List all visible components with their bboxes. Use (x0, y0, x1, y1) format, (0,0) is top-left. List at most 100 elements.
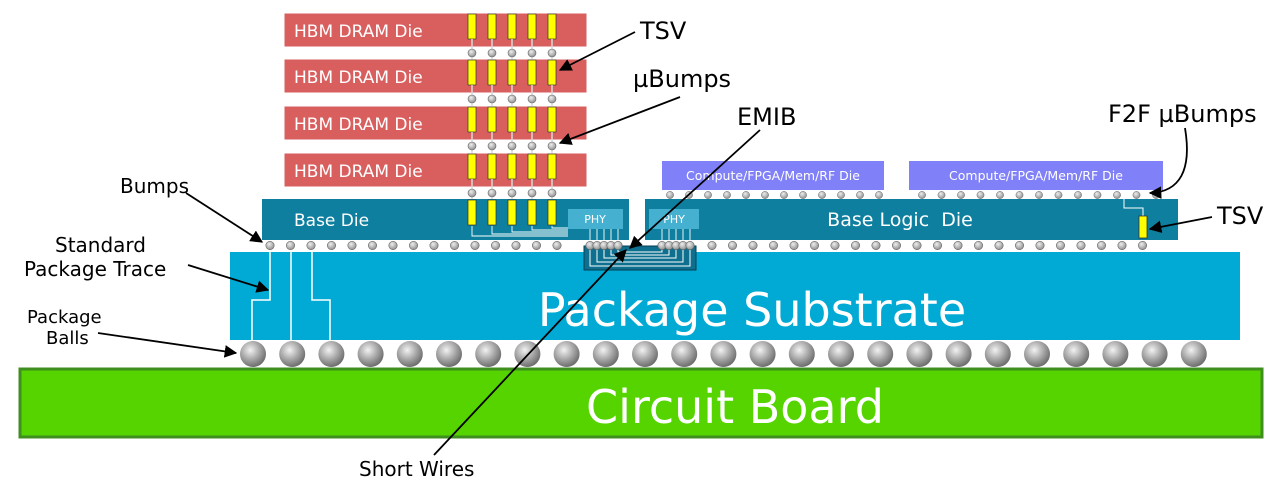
f2f-ubump (837, 191, 845, 199)
tsv (507, 106, 517, 133)
f2f-ubump (704, 191, 712, 199)
bump (850, 241, 860, 251)
package-balls (240, 341, 1207, 367)
bump (613, 241, 623, 251)
bump (912, 241, 922, 251)
base-logic-die (645, 199, 1178, 240)
bump (871, 241, 881, 251)
bump (1035, 241, 1045, 251)
standard-package-traces (251, 248, 331, 340)
bump (552, 241, 562, 251)
arrow-bumps (185, 192, 264, 243)
tsv (507, 13, 517, 40)
bump (1138, 241, 1148, 251)
tsv (487, 153, 497, 180)
ubump (527, 188, 537, 198)
f2f-ubump (918, 191, 926, 199)
hbm-stack: HBM DRAM Die HBM DRAM Die HBM DRAM Die H… (283, 12, 588, 188)
hbm-die-2 (283, 58, 588, 94)
f2f-ubump (742, 191, 750, 199)
package-ball (1024, 341, 1050, 367)
tsv (547, 199, 557, 226)
tsv (547, 59, 557, 86)
ubump (527, 141, 537, 151)
package-ball (828, 341, 854, 367)
package-ball (318, 341, 345, 367)
arrow-short-wires (433, 249, 627, 456)
bump (727, 241, 737, 251)
package-ball (671, 341, 698, 367)
arrow-emib (629, 129, 761, 249)
bump (1097, 241, 1107, 251)
bump (748, 241, 758, 251)
bump (1014, 241, 1024, 251)
f2f-ubump (818, 191, 826, 199)
bump (1076, 241, 1086, 251)
ubump (507, 48, 517, 58)
package-ball (279, 341, 306, 367)
tsv (467, 13, 477, 40)
circuit-board (18, 367, 1264, 439)
arrow-trace (187, 264, 270, 293)
ubump (467, 94, 477, 104)
arrow-f2f (1148, 127, 1188, 199)
bump (830, 241, 840, 251)
label-tsv-top: TSV (639, 17, 687, 45)
bump (470, 241, 480, 251)
bump (429, 241, 439, 251)
ubump (487, 48, 497, 58)
tsv (547, 13, 557, 40)
ubump (487, 141, 497, 151)
hbm-die-label-1: HBM DRAM Die (294, 22, 423, 42)
f2f-ubump (1132, 191, 1141, 199)
bump (809, 241, 819, 251)
hbm-die-1 (283, 12, 588, 48)
tsv (467, 199, 477, 226)
f2f-ubump (666, 191, 674, 199)
tsv (467, 153, 477, 180)
bump (367, 241, 377, 251)
ubump (507, 94, 517, 104)
logic-tsv (1138, 215, 1148, 239)
package-ball (867, 341, 894, 367)
circuit-board-label: Circuit Board (586, 380, 884, 434)
bump (388, 241, 398, 251)
ubump (487, 94, 497, 104)
ubump (507, 141, 517, 151)
label-ubumps: µBumps (633, 65, 731, 93)
f2f-ubump (976, 191, 985, 199)
base-die-label: Base Die (294, 211, 369, 231)
arrow-tsv-right (1148, 216, 1213, 234)
bump (265, 241, 275, 251)
bump (326, 241, 336, 251)
package-substrate (230, 252, 1240, 340)
compute-die-right-label: Compute/FPGA/Mem/RF Die (949, 168, 1123, 183)
ubump (547, 188, 557, 198)
f2f-ubump (1054, 191, 1063, 199)
bump (707, 241, 717, 251)
package-ball (906, 341, 933, 367)
f2f-ubump (856, 191, 864, 199)
f2f-ubump (996, 191, 1004, 199)
f2f-ubump (1035, 191, 1043, 199)
bump (973, 241, 983, 251)
tsv (487, 199, 497, 226)
die-bumps (265, 241, 1148, 251)
bump (685, 241, 695, 251)
base-die (262, 199, 629, 240)
f2f-ubump (799, 191, 807, 199)
package-ball (396, 341, 423, 367)
hbm-tsvs (467, 13, 557, 226)
label-bumps: Bumps (120, 174, 189, 198)
phy-label-right: PHY (663, 213, 685, 226)
hbm-die-label-2: HBM DRAM Die (294, 68, 423, 88)
f2f-ubump (1113, 191, 1121, 199)
ubump (527, 48, 537, 58)
bump (1056, 241, 1066, 251)
f2f-ubump (1015, 191, 1024, 199)
label-package-trace: Package Trace (24, 257, 166, 281)
f2f-ubump (723, 191, 731, 199)
tsv (547, 153, 557, 180)
phy-block-left (568, 209, 623, 229)
